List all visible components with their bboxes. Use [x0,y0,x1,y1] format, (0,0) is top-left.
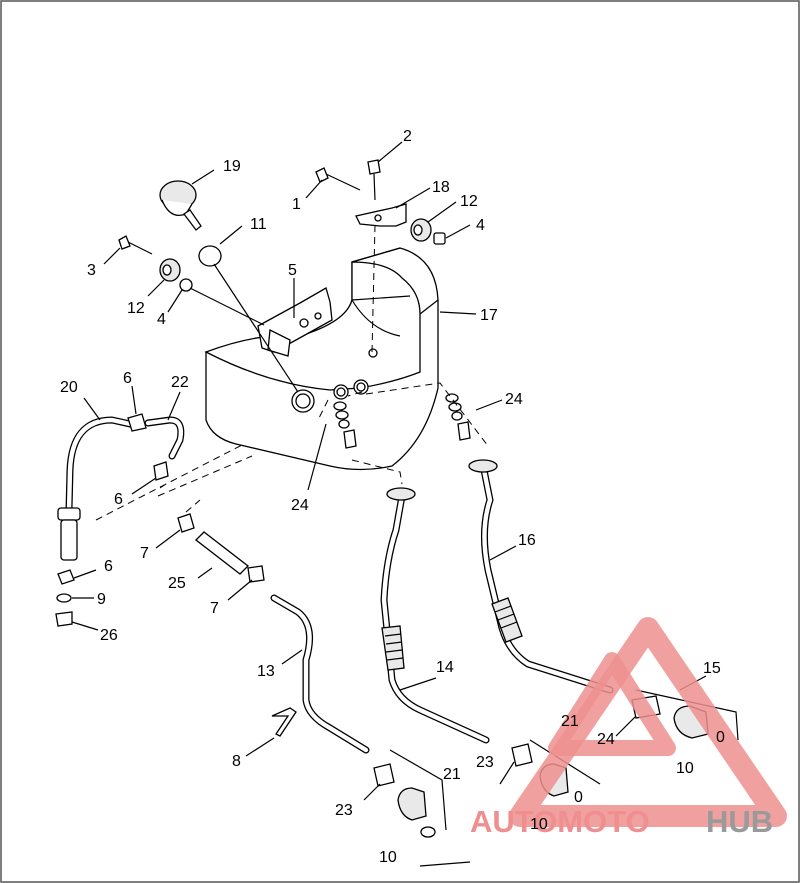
hose-16 [468,459,614,694]
callout-10-middle: 10 [530,816,548,833]
callout-9: 9 [97,591,106,608]
callout-23-middle: 23 [476,754,494,771]
callout-24-lower: 24 [597,731,615,748]
callout-0-right: 0 [716,729,725,746]
hose-22 [95,413,253,521]
callout-6-top: 6 [123,370,132,387]
hose-14 [380,487,490,744]
callout-8: 8 [232,753,241,770]
callout-25: 25 [168,575,186,592]
callout-20: 20 [60,379,78,396]
callout-11: 11 [250,216,267,233]
callout-15: 15 [703,660,721,677]
callout-10-left: 10 [379,849,397,866]
callout-26: 26 [100,627,118,644]
callout-18: 18 [432,179,450,196]
callout-6-middle: 6 [114,491,123,508]
oil-tank [204,247,439,471]
tank-fittings [317,382,489,485]
callout-10-right: 10 [676,760,694,777]
watermark-logo: AUTOMOTO HUB [470,617,787,839]
callout-23-left: 23 [335,802,353,819]
callout-3: 3 [87,262,96,279]
callout-13: 13 [257,663,275,680]
callout-7-bottom: 7 [210,600,219,617]
mounting-bracket [257,287,333,357]
fitting-group-left [373,749,471,867]
clip-8 [271,707,297,737]
callout-22: 22 [171,374,189,391]
watermark-word-red: AUTOMOTO [470,804,650,839]
callout-19: 19 [223,158,241,175]
left-mount-hardware [118,235,265,326]
hose-25 [177,499,265,583]
callout-12-top: 12 [460,193,478,210]
callout-24-bottom: 24 [291,497,309,514]
leader-lines [71,141,707,801]
callout-1: 1 [292,196,301,213]
filler-cap [159,180,299,393]
watermark-triangle-inner [548,652,676,756]
callout-0-middle: 0 [574,789,583,806]
callout-24-right: 24 [505,391,523,408]
callout-6-bottom: 6 [104,558,113,575]
callout-12-left: 12 [127,300,145,317]
callout-14: 14 [436,659,454,676]
callout-4-top: 4 [476,217,485,234]
callout-17: 17 [480,307,498,324]
watermark-triangle-outer [509,617,787,827]
callout-16: 16 [518,532,536,549]
callout-2: 2 [403,128,412,145]
callout-21-middle: 21 [561,713,579,730]
hose-13 [270,594,370,754]
drain-plug-parts [55,569,75,627]
callout-7-top: 7 [140,545,149,562]
watermark-word-gray: HUB [706,804,773,839]
callout-numbers: 2 19 18 1 12 4 11 3 5 12 4 17 20 6 22 24… [60,128,725,866]
callout-21-left: 21 [443,766,461,783]
top-bracket-assembly [315,159,446,353]
callout-4-left: 4 [157,311,166,328]
callout-5: 5 [288,262,297,279]
hose-20 [57,416,134,561]
